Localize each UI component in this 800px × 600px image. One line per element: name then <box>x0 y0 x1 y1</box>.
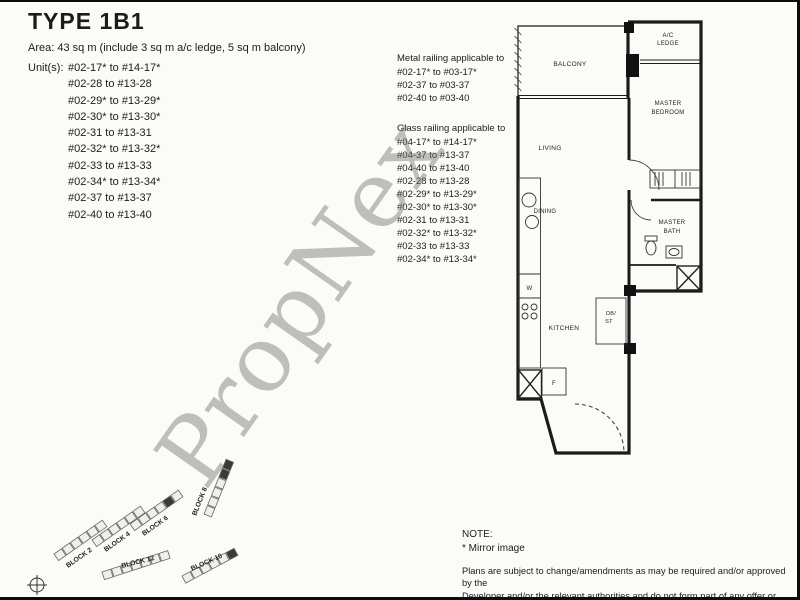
metal-railing-heading: Metal railing applicable to <box>397 53 505 64</box>
unit-range: #02-28 to #13-28 <box>68 78 152 91</box>
glass-railing-item: #04-40 to #13-40 <box>397 163 470 174</box>
metal-railing-item: #02-37 to #03-37 <box>397 80 470 91</box>
room-label-living: LIVING <box>538 145 561 152</box>
room-label-wardrobe: W <box>527 286 533 292</box>
unit-range: #02-30* to #13-30* <box>68 110 161 123</box>
wall-columns <box>624 22 639 354</box>
note-block: NOTE: * Mirror image <box>462 528 525 556</box>
room-label-master-bedroom: BEDROOM <box>651 110 684 116</box>
hob-burner <box>521 303 529 311</box>
room-label-kitchen: KITCHEN <box>549 325 580 332</box>
block-4-buildings <box>91 505 146 548</box>
room-label-master-bath: MASTER <box>659 220 686 226</box>
disclaimer-line: Developer and/or the relevant authoritie… <box>462 590 777 600</box>
units-list: Unit(s): #02-17* to #14-17* #02-28 to #13… <box>28 60 160 223</box>
block-10-buildings <box>181 547 239 584</box>
door-swing-arcs <box>574 159 660 454</box>
glass-railing-item: #02-34* to #13-34* <box>397 254 477 265</box>
metal-railing-note: Metal railing applicable to #02-17* to #… <box>397 52 504 105</box>
units-label: Unit(s): <box>28 62 64 74</box>
disclaimer-line: Plans are subject to change/amendments a… <box>462 566 786 589</box>
metal-railing-item: #02-17* to #03-17* <box>397 67 477 78</box>
floorplan-walls <box>516 20 703 455</box>
note-heading: NOTE: <box>462 529 493 540</box>
north-indicator-icon <box>27 575 47 595</box>
sink-bowl <box>525 215 539 229</box>
glass-railing-note: Glass railing applicable to #04-17* to #… <box>397 122 505 266</box>
room-labels: BALCONY A/C LEDGE MASTER BEDROOM LIVING … <box>527 33 686 387</box>
site-buildings <box>53 458 239 584</box>
block-6-buildings <box>129 489 184 532</box>
block-2-buildings <box>53 519 108 562</box>
balcony-railing-hatches <box>514 27 522 92</box>
sink-bowl <box>521 192 537 208</box>
room-label-dbst: DB/ <box>606 311 616 317</box>
area-line: Area: 43 sq m (include 3 sq m a/c ledge,… <box>28 42 306 54</box>
unit-range: #02-32* to #13-32* <box>68 143 161 156</box>
unit-range: #02-34* to #13-34* <box>68 176 161 189</box>
glass-railing-item: #02-31 to #13-31 <box>397 215 470 226</box>
room-label-balcony: BALCONY <box>553 61 587 68</box>
room-label-master-bedroom: MASTER <box>655 101 682 107</box>
glass-railing-heading: Glass railing applicable to <box>397 123 506 134</box>
site-plan: BLOCK 2 BLOCK 4 BLOCK 6 BLOCK 8 BLOCK 12… <box>27 458 239 595</box>
metal-railing-item: #02-40 to #03-40 <box>397 93 470 104</box>
dbst-closet <box>595 297 627 345</box>
unit-range-row: Unit(s): #02-17* to #14-17* <box>28 60 160 76</box>
basin-bowl <box>668 248 680 256</box>
basin-counter <box>665 245 683 259</box>
room-label-master-bath: BATH <box>664 229 681 235</box>
room-label-ac-ledge: LEDGE <box>657 41 679 47</box>
fixtures <box>518 169 701 396</box>
floor-plan: BALCONY A/C LEDGE MASTER BEDROOM LIVING … <box>514 20 703 455</box>
toilet-tank <box>644 235 658 242</box>
unit-range: #02-40 to #13-40 <box>68 208 152 221</box>
unit-range: #02-33 to #13-33 <box>68 159 152 172</box>
glass-railing-item: #02-28 to #13-28 <box>397 176 470 187</box>
w-closet <box>518 273 541 299</box>
room-label-ac-ledge: A/C <box>663 33 674 39</box>
unit-range: #02-31 to #13-31 <box>68 127 152 140</box>
page-title: TYPE 1B1 <box>28 8 145 34</box>
room-label-dining: DINING <box>534 209 557 215</box>
glass-railing-item: #02-29* to #13-29* <box>397 189 477 200</box>
room-label-dbst: ST <box>605 319 613 325</box>
block-8-buildings <box>203 458 235 518</box>
hob-burner <box>530 303 538 311</box>
disclaimer-block: Plans are subject to change/amendments a… <box>462 565 797 600</box>
hob-burner <box>521 312 529 320</box>
room-label-fridge: F <box>552 381 556 387</box>
glass-railing-item: #02-30* to #13-30* <box>397 202 477 213</box>
toilet-bowl <box>645 240 657 256</box>
glass-railing-item: #02-33 to #13-33 <box>397 241 470 252</box>
unit-range: #02-29* to #13-29* <box>68 94 161 107</box>
glass-railing-item: #02-32* to #13-32* <box>397 228 477 239</box>
glass-railing-item: #04-17* to #14-17* <box>397 137 477 148</box>
hob-burner <box>530 312 538 320</box>
glass-railing-item: #04-37 to #13-37 <box>397 150 470 161</box>
unit-range: #02-17* to #14-17* <box>68 62 161 74</box>
shaft-boxes <box>517 265 701 399</box>
unit-range: #02-37 to #13-37 <box>68 192 152 205</box>
mirror-image-note: * Mirror image <box>462 543 525 554</box>
block-12-buildings <box>101 550 171 581</box>
